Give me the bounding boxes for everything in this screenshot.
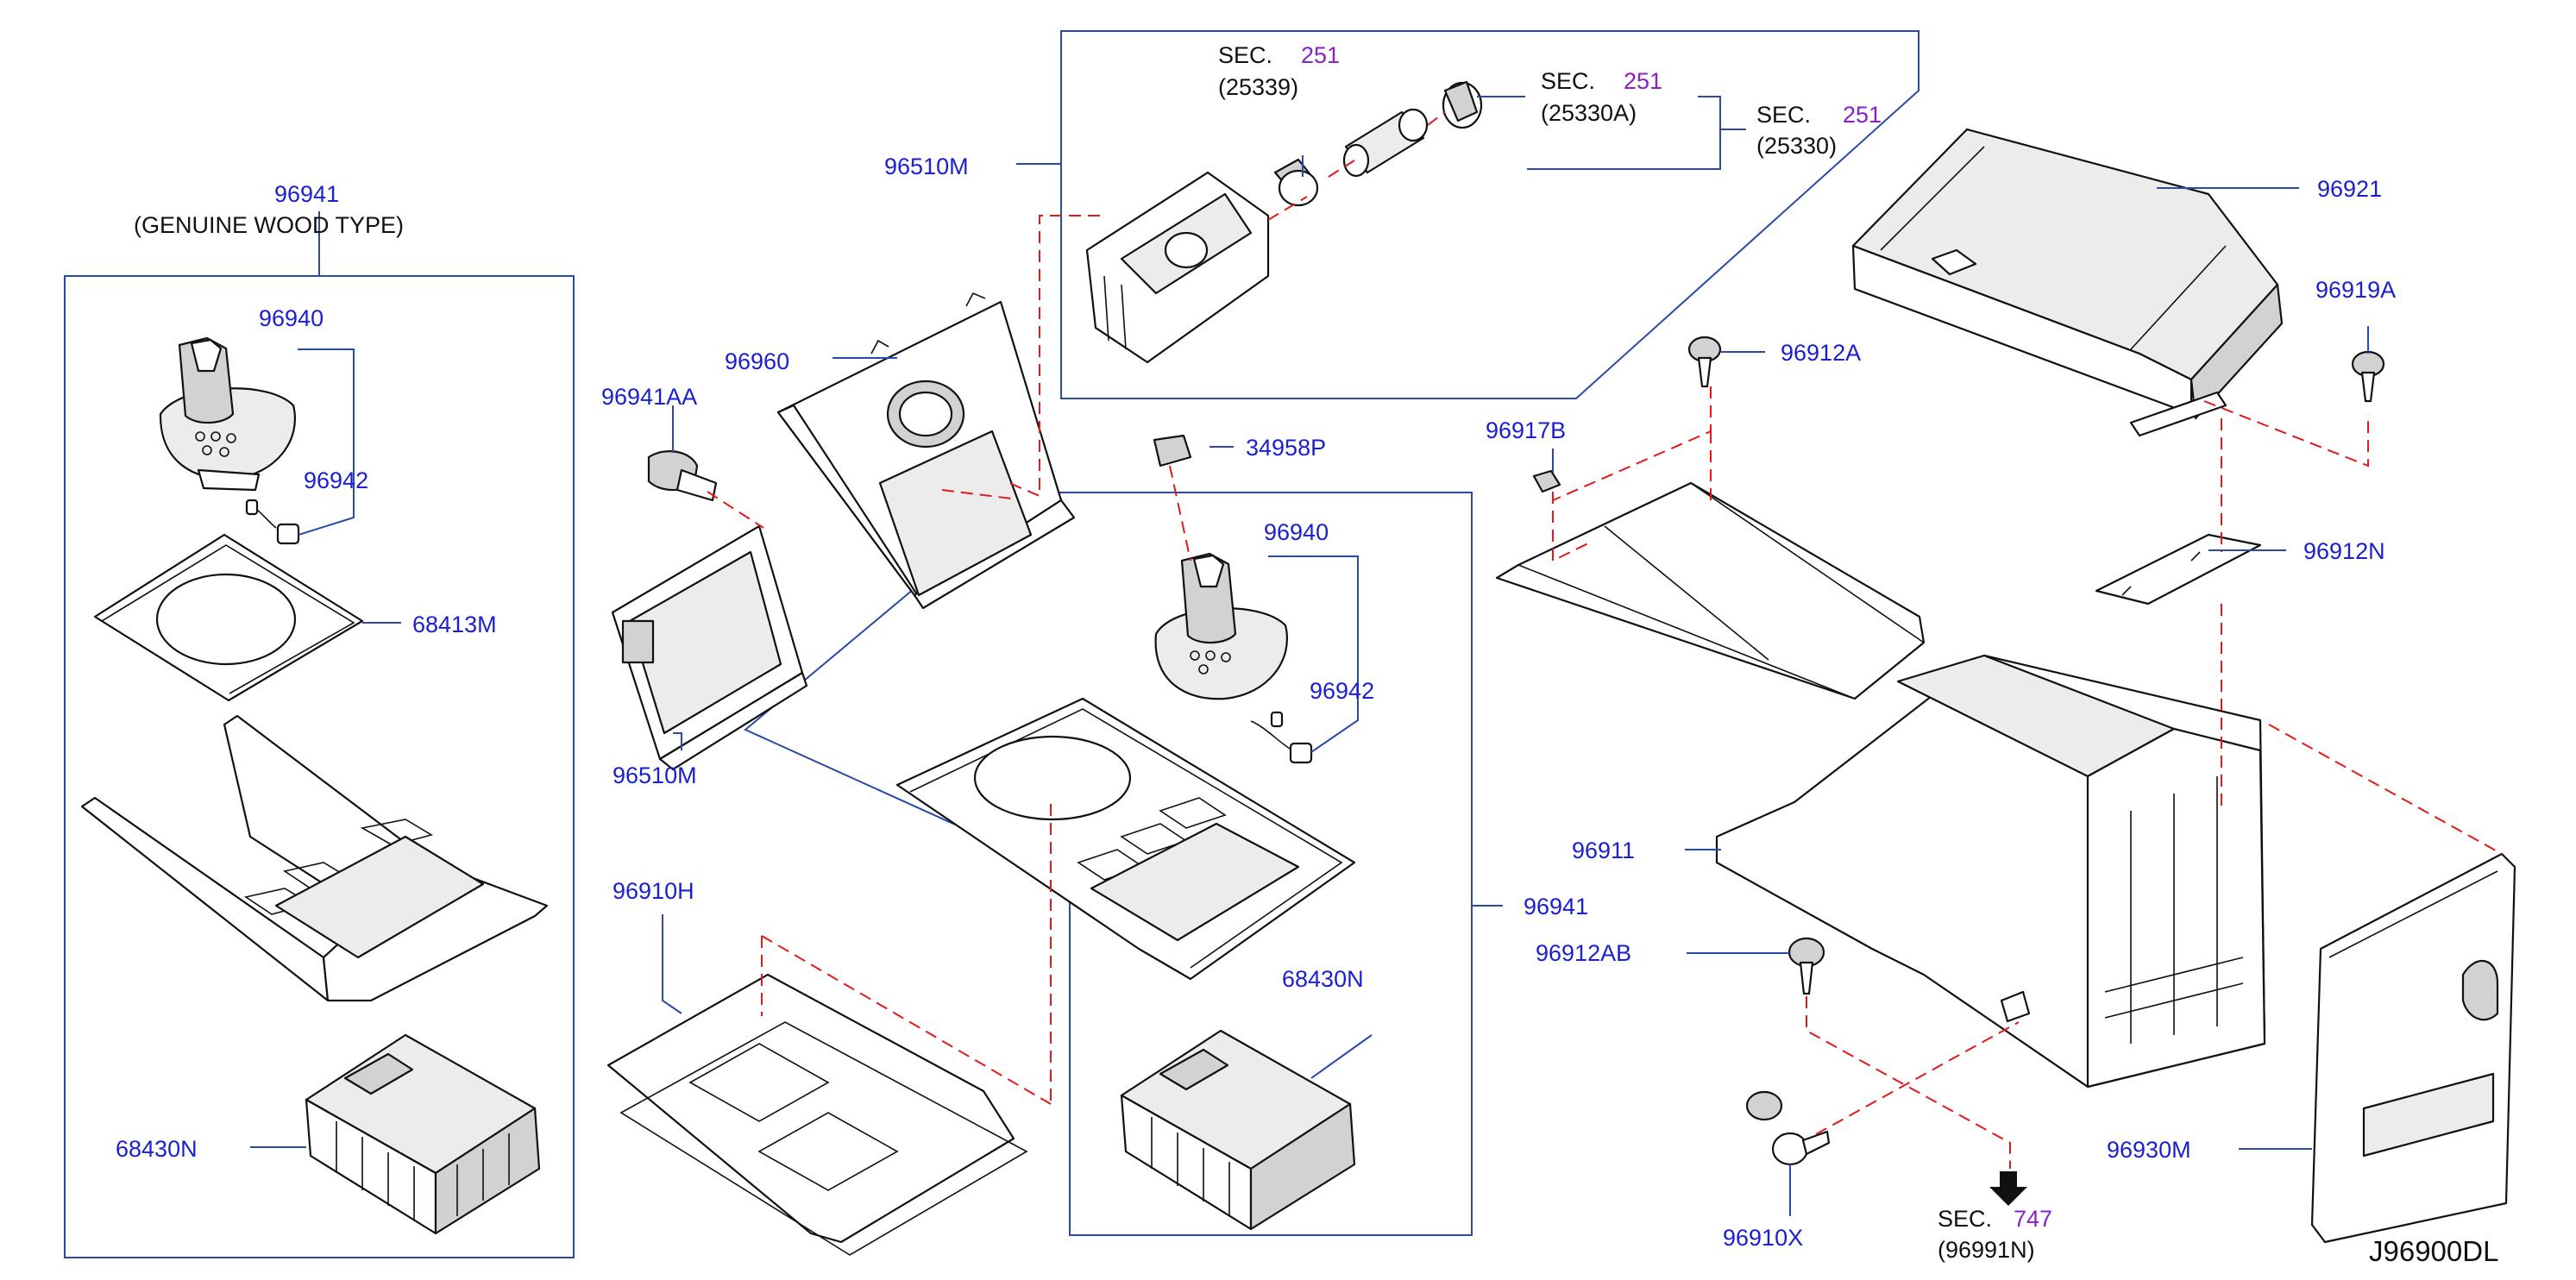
switch-connector-mid [1250, 711, 1313, 764]
label-96941-left: 96941 [274, 181, 339, 207]
label-96941AA: 96941AA [601, 384, 697, 410]
label-96911: 96911 [1572, 838, 1635, 863]
sec-ref: (96991N) [1938, 1237, 2035, 1263]
box-68430N-left [305, 1033, 541, 1235]
label-96942-left: 96942 [304, 467, 368, 493]
label-96912A: 96912A [1781, 340, 1861, 366]
section-ref-2: SEC. 251 (25330A) [1541, 68, 1662, 126]
clip-96912AB [1787, 937, 1825, 995]
sec-label: SEC. [1541, 68, 1595, 94]
diagram-code: J96900DL [2369, 1235, 2498, 1267]
finisher-96960 [776, 292, 1076, 610]
socket-cap-25330 [1442, 80, 1483, 129]
label-genuine-wood: (GENUINE WOOD TYPE) [134, 212, 404, 238]
finisher-96941-mid [895, 697, 1356, 981]
sec-label: SEC. [1756, 102, 1811, 128]
part-labels: 96941 (GENUINE WOOD TYPE) 96940 96942 68… [116, 154, 2396, 1251]
label-96912N: 96912N [2303, 538, 2385, 564]
switch-connector-left [245, 499, 300, 545]
shift-knob-mid [1154, 552, 1288, 700]
label-96940-mid: 96940 [1264, 519, 1329, 545]
label-96940-left: 96940 [259, 305, 324, 331]
screw-96912A [1687, 336, 1722, 388]
label-68413M: 68413M [412, 612, 497, 637]
bracket-96510M-lower [611, 524, 808, 771]
assembly-lines [707, 111, 2503, 1169]
clip-96917B [1532, 469, 1561, 493]
label-96510M-bottom: 96510M [613, 762, 697, 788]
sec-label: SEC. [1938, 1206, 1992, 1232]
socket-tube-25330A [1342, 108, 1429, 178]
bezel-plate-68413M [93, 533, 364, 702]
sec-number: 251 [1301, 42, 1340, 68]
console-body-96911 [1495, 481, 2266, 1089]
label-96942-mid: 96942 [1310, 678, 1374, 704]
finisher-panel-left [80, 714, 549, 1002]
sec-ref: (25339) [1218, 74, 1298, 100]
sec-ref: (25330) [1756, 133, 1837, 159]
screw-96919A [2351, 350, 2385, 403]
sec-number: 251 [1843, 102, 1882, 128]
label-96960: 96960 [725, 348, 789, 374]
box-68430N-mid [1120, 1029, 1356, 1231]
clip-96941AA [647, 450, 718, 502]
sec-number: 747 [2014, 1206, 2052, 1232]
shift-knob-left [159, 336, 296, 492]
label-68430N-mid: 68430N [1282, 966, 1364, 992]
armrest-lid-96921 [1851, 128, 2284, 437]
socket-bracket-96510M [1085, 171, 1270, 364]
arrow-down-icon [1989, 1171, 2027, 1206]
sec-number: 251 [1624, 68, 1662, 94]
label-96917B: 96917B [1486, 417, 1566, 443]
socket-ring-25339 [1273, 158, 1319, 207]
leader-lines [250, 96, 2369, 1216]
sec-label: SEC. [1218, 42, 1272, 68]
top-frame [1060, 30, 1919, 399]
side-finisher-96930M [2310, 852, 2516, 1244]
label-96510M-top: 96510M [884, 154, 969, 179]
screw-96910X [1745, 1090, 1831, 1166]
section-ref-3: SEC. 251 (25330) [1756, 102, 1882, 159]
label-96912AB: 96912AB [1536, 940, 1631, 966]
section-ref-1: SEC. 251 (25339) [1218, 42, 1340, 100]
label-96930M: 96930M [2107, 1137, 2191, 1163]
bracket-96912N [2095, 533, 2262, 605]
label-96921: 96921 [2317, 176, 2382, 202]
clip-34958P [1153, 434, 1192, 467]
sec-ref: (25330A) [1541, 100, 1637, 126]
label-96941-mid: 96941 [1524, 894, 1588, 919]
label-96910X: 96910X [1723, 1225, 1803, 1251]
label-34958P: 34958P [1246, 435, 1326, 461]
section-ref-4: SEC. 747 (96991N) [1938, 1206, 2052, 1263]
label-96910H: 96910H [613, 878, 694, 904]
mat-96910H [606, 973, 1028, 1256]
label-96919A: 96919A [2315, 277, 2396, 303]
label-68430N-left: 68430N [116, 1136, 198, 1162]
